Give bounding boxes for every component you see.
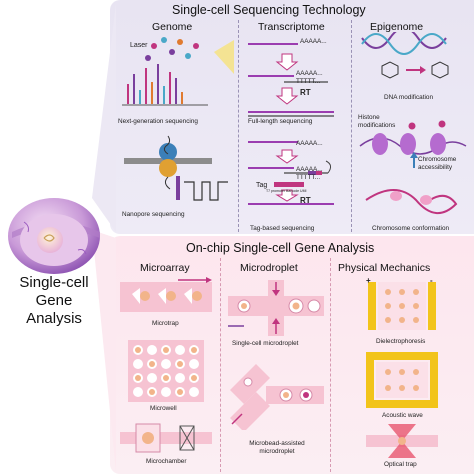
sequencing-separator-2	[351, 20, 352, 232]
ngs-illustration	[122, 37, 234, 106]
histone-caption: Histone modifications	[358, 114, 396, 129]
tag-label: Tag	[256, 182, 268, 189]
poly-t-label-1: TTTTT...	[296, 78, 321, 85]
poly-a-label-3: AAAAA...	[296, 140, 323, 147]
ngs-caption: Next-generation sequencing	[118, 118, 198, 125]
epigenome-title: Epigenome	[370, 21, 424, 33]
optical-trap-illustration	[366, 424, 438, 458]
acoustic-wave-caption: Acoustic wave	[382, 412, 423, 419]
onchip-separator-2	[330, 258, 331, 472]
laser-label: Laser	[130, 42, 148, 49]
microdroplet-title: Microdroplet	[240, 262, 298, 274]
cell-label-line-3: Analysis	[26, 310, 82, 327]
microchamber-caption: Microchamber	[146, 458, 187, 465]
minus-sign: -	[430, 276, 433, 285]
cell-illustration	[8, 198, 100, 274]
nanopore-illustration	[124, 135, 228, 201]
dna-modification-illustration	[361, 32, 449, 79]
microchamber-illustration	[120, 423, 212, 453]
histone-illustration	[359, 120, 467, 168]
dielectrophoresis-illustration	[368, 282, 436, 330]
poly-a-label-2: AAAAA...	[296, 70, 323, 77]
microbead-droplet-caption: Microbead-assisted microdroplet	[249, 440, 305, 455]
onchip-title: On-chip Single-cell Gene Analysis	[186, 241, 375, 255]
full-length-caption: Full-length sequencing	[248, 118, 313, 125]
tag-sublabel: T7 promoter Barcode UMI	[266, 189, 307, 193]
microbead-droplet-illustration	[230, 364, 324, 430]
acoustic-wave-illustration	[366, 352, 438, 408]
tag-based-illustration	[248, 141, 334, 205]
sequencing-title: Single-cell Sequencing Technology	[172, 3, 366, 17]
sequencing-separator-1	[238, 20, 239, 232]
microwell-caption: Microwell	[150, 405, 177, 412]
full-length-illustration	[248, 43, 334, 117]
cell-label-line-1: Single-cell	[19, 274, 89, 291]
rt-label-1: RT	[300, 88, 311, 97]
microwell-illustration	[128, 340, 204, 402]
accessibility-caption: Chromosome accessibility	[418, 156, 457, 171]
tag-based-caption: Tag-based sequencing	[250, 225, 315, 232]
microtrap-caption: Microtrap	[152, 320, 179, 327]
poly-t-label-2: TTTTT...	[296, 174, 321, 181]
rt-label-2: RT	[300, 196, 311, 205]
physical-title: Physical Mechanics	[338, 262, 431, 274]
nanopore-caption: Nanopore sequencing	[122, 211, 185, 218]
poly-a-label-4: AAAAA...	[296, 166, 323, 173]
single-cell-droplet-caption: Single-cell microdroplet	[232, 340, 299, 347]
genome-title: Genome	[152, 21, 193, 33]
plus-sign: +	[366, 276, 371, 285]
poly-a-label-1: AAAAA...	[300, 38, 327, 45]
dielectrophoresis-caption: Dielectrophoresis	[376, 338, 426, 345]
optical-trap-caption: Optical trap	[384, 461, 417, 468]
conformation-illustration	[365, 189, 458, 214]
single-cell-droplet-illustration	[228, 280, 324, 336]
microarray-title: Microarray	[140, 262, 190, 274]
cell-label-line-2: Gene	[35, 292, 73, 309]
conformation-caption: Chromosome conformation	[372, 225, 450, 232]
onchip-separator-1	[220, 258, 221, 472]
microtrap-illustration	[120, 277, 212, 312]
dna-modification-caption: DNA modification	[384, 94, 434, 101]
transcriptome-title: Transcriptome	[258, 21, 325, 33]
